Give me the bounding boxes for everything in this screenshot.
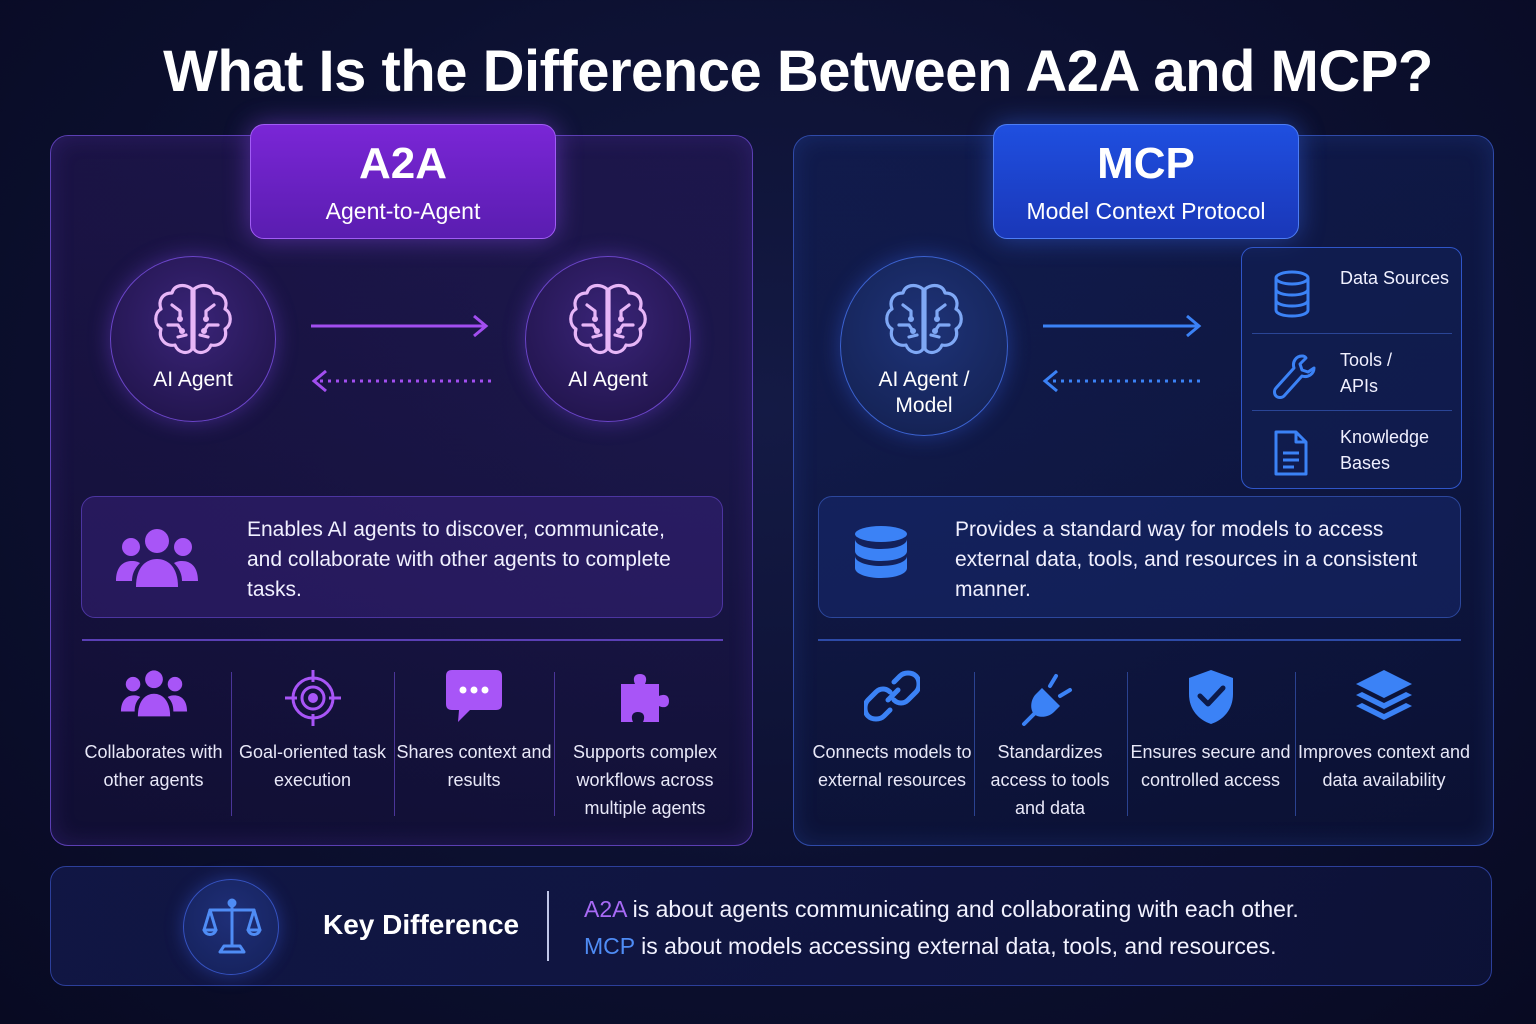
mcp-features: Connects models to external resources St… — [812, 666, 1472, 818]
a2a-feature-item: Shares context and results — [395, 666, 553, 816]
a2a-feature-text: Shares context and results — [396, 742, 552, 790]
feature-separator — [1295, 672, 1296, 816]
a2a-agent-right-label: AI Agent — [568, 368, 648, 391]
users-icon — [116, 529, 198, 587]
a2a-feature-text: Collaborates with other agents — [84, 742, 223, 790]
brain-icon — [154, 283, 232, 355]
mcp-description-text: Provides a standard way for models to ac… — [955, 518, 1418, 601]
document-icon — [1274, 430, 1308, 476]
a2a-feature-item: Goal-oriented task execution — [232, 666, 393, 816]
mcp-badge: MCP Model Context Protocol — [993, 124, 1299, 239]
resource-item: Data Sources — [1242, 252, 1461, 330]
a2a-features: Collaborates with other agents Goal-orie… — [76, 666, 726, 818]
mcp-highlight: MCP — [584, 933, 635, 959]
a2a-highlight: A2A — [584, 896, 627, 922]
a2a-line-text: is about agents communicating and collab… — [626, 896, 1299, 922]
a2a-feature-item: Supports complex workflows across multip… — [555, 666, 735, 818]
target-icon — [284, 670, 341, 726]
mcp-resources-panel: Data Sources Tools / APIs Knowledge Base… — [1241, 247, 1462, 489]
feature-separator — [394, 672, 395, 816]
database-icon — [1274, 270, 1310, 318]
mcp-feature-item: Improves context and data availability — [1296, 666, 1472, 816]
feature-separator — [231, 672, 232, 816]
a2a-description-box: Enables AI agents to discover, communica… — [81, 496, 723, 618]
mcp-feature-text: Improves context and data availability — [1297, 742, 1471, 790]
feature-separator — [974, 672, 975, 816]
database-icon — [855, 526, 907, 578]
feature-separator — [1127, 672, 1128, 816]
resource-text: Knowledge Bases — [1340, 427, 1430, 473]
brain-icon — [885, 283, 963, 355]
wrench-icon — [1273, 354, 1316, 399]
mcp-divider — [818, 639, 1461, 641]
a2a-feature-text: Goal-oriented task execution — [238, 742, 387, 790]
a2a-panel: A2A Agent-to-Agent AI Agent — [50, 124, 753, 846]
resource-text: Tools / APIs — [1340, 350, 1393, 396]
scale-icon — [202, 898, 262, 954]
puzzle-icon — [621, 674, 669, 722]
mcp-feature-item: Standardizes access to tools and data — [975, 666, 1125, 818]
shield-check-icon — [1188, 670, 1233, 724]
resource-separator — [1252, 333, 1452, 334]
mcp-line-text: is about models accessing external data,… — [634, 933, 1277, 959]
bidirectional-arrows-icon — [1042, 314, 1202, 393]
a2a-badge-subtitle: Agent-to-Agent — [325, 198, 481, 224]
key-difference-separator — [547, 891, 549, 961]
resource-text: Data Sources — [1340, 268, 1450, 288]
key-difference-panel: Key Difference A2A is about agents commu… — [50, 866, 1492, 986]
mcp-feature-item: Ensures secure and controlled access — [1128, 666, 1293, 816]
bidirectional-arrows-icon — [311, 314, 491, 393]
mcp-panel: MCP Model Context Protocol AI Agent / Mo… — [793, 124, 1494, 846]
a2a-badge-title: A2A — [358, 139, 448, 188]
mcp-feature-text: Standardizes access to tools and data — [990, 742, 1110, 818]
a2a-feature-text: Supports complex workflows across multip… — [572, 742, 718, 818]
a2a-agent-right: AI Agent — [525, 256, 691, 422]
brain-icon — [569, 283, 647, 355]
link-icon — [864, 670, 920, 722]
plug-icon — [1022, 674, 1072, 726]
chat-bubble-icon — [446, 670, 502, 722]
a2a-agent-left: AI Agent — [110, 256, 276, 422]
mcp-badge-subtitle: Model Context Protocol — [1026, 198, 1266, 224]
mcp-agent: AI Agent / Model — [840, 256, 1008, 436]
key-difference-line-a2a: A2A is about agents communicating and co… — [584, 894, 1299, 924]
a2a-agent-left-label: AI Agent — [153, 368, 233, 391]
mcp-feature-text: Ensures secure and controlled access — [1130, 742, 1291, 790]
a2a-badge: A2A Agent-to-Agent — [250, 124, 556, 239]
mcp-badge-title: MCP — [1097, 139, 1195, 188]
resource-item: Tools / APIs — [1242, 334, 1461, 412]
page-title: What Is the Difference Between A2A and M… — [163, 39, 1433, 104]
layers-icon — [1356, 670, 1412, 720]
key-difference-label: Key Difference — [323, 909, 520, 940]
key-difference-badge — [183, 879, 279, 975]
resource-item: Knowledge Bases — [1242, 411, 1461, 489]
a2a-description-text: Enables AI agents to discover, communica… — [247, 518, 671, 601]
mcp-feature-item: Connects models to external resources — [812, 666, 972, 816]
resource-separator — [1252, 410, 1452, 411]
key-difference-line-mcp: MCP is about models accessing external d… — [584, 931, 1277, 961]
mcp-description-box: Provides a standard way for models to ac… — [818, 496, 1461, 618]
feature-separator — [554, 672, 555, 816]
a2a-feature-item: Collaborates with other agents — [76, 666, 231, 816]
mcp-agent-label: AI Agent / Model — [878, 368, 970, 417]
mcp-feature-text: Connects models to external resources — [812, 742, 972, 790]
users-icon — [120, 670, 187, 717]
a2a-divider — [82, 639, 723, 641]
